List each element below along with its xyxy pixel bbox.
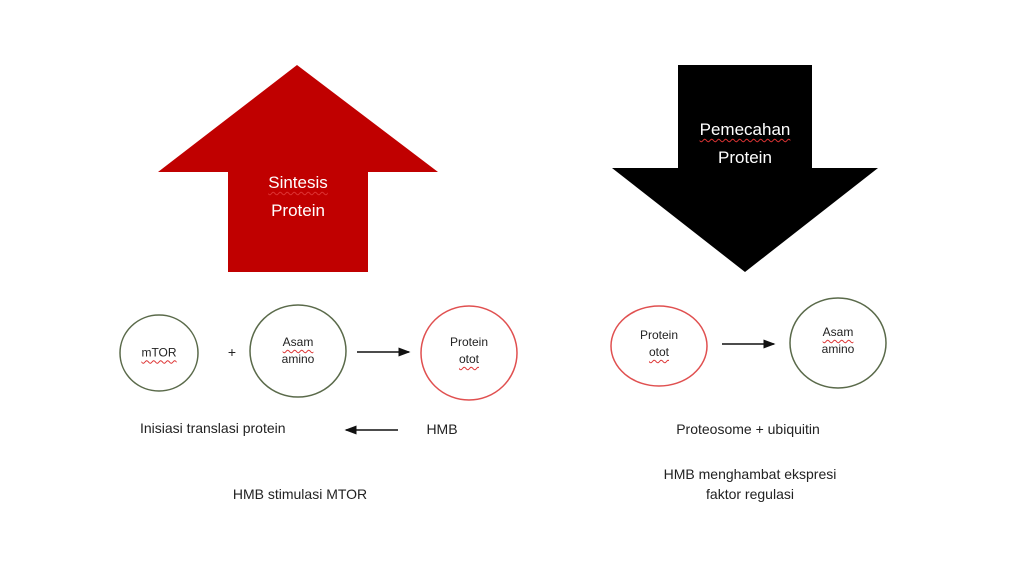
mtor-label: mTOR [141, 345, 177, 360]
muscle-protein-circle-right [610, 305, 708, 387]
amino-acid-label-left: Asam amino [282, 334, 315, 368]
amino-line2: amino [821, 342, 855, 356]
initiation-text: Inisiasi translasi protein [140, 418, 286, 438]
muscle-protein-circle-left [420, 305, 518, 401]
amino-line1: Asam [282, 335, 314, 349]
mechanism-text: Proteosome + ubiquitin [676, 421, 820, 437]
plus-sign: + [227, 344, 237, 360]
protein-line2: otot [458, 352, 479, 366]
amino-line2: amino [281, 352, 315, 366]
mtor-circle [119, 314, 199, 392]
breakdown-down-arrow [612, 65, 878, 272]
amino-line1: Asam [822, 325, 854, 339]
amino-acid-circle-left [249, 304, 347, 398]
breakdown-label-line1: Pemecahan [699, 120, 791, 139]
breakdown-arrow-label: Pemecahan Protein [700, 116, 791, 172]
breakdown-label-line2: Protein [718, 148, 772, 167]
muscle-protein-label-right: Protein otot [640, 327, 678, 361]
initiation-text-value: Inisiasi translasi protein [140, 420, 286, 436]
hmb-text: HMB [426, 421, 458, 437]
synthesis-label-line1: Sintesis [268, 173, 328, 192]
synthesis-caption: HMB stimulasi MTOR [232, 486, 368, 502]
amino-acid-label-right: Asam amino [822, 324, 855, 358]
protein-line2: otot [648, 345, 669, 359]
muscle-protein-label-left: Protein otot [450, 334, 488, 368]
breakdown-caption-line2: faktor regulasi [706, 486, 794, 502]
synthesis-label-line2: Protein [271, 201, 325, 220]
synthesis-arrow-label: Sintesis Protein [268, 169, 328, 225]
breakdown-caption-line1: HMB menghambat ekspresi [663, 466, 837, 482]
synthesis-up-arrow [158, 65, 438, 272]
breakdown-caption: HMB menghambat ekspresi faktor regulasi [664, 464, 837, 504]
protein-line1: Protein [639, 328, 679, 342]
protein-line1: Protein [449, 335, 489, 349]
amino-acid-circle-right [789, 297, 887, 389]
